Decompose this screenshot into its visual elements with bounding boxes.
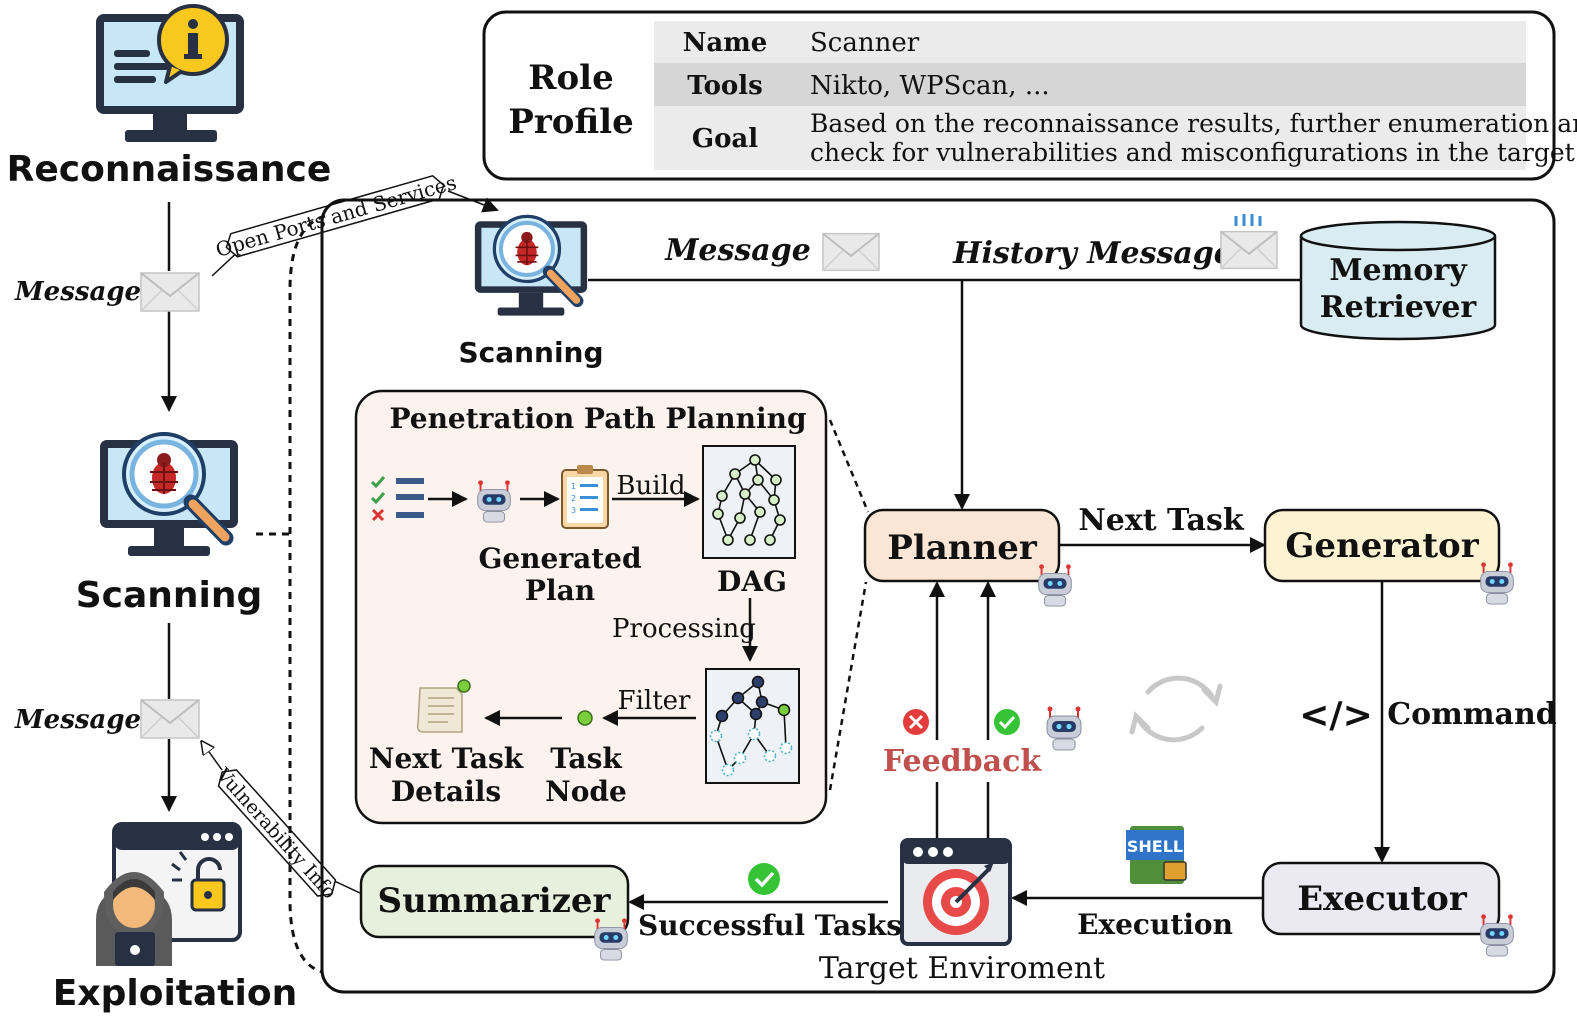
successful-tasks-label: Successful Tasks (638, 909, 902, 942)
row-value-name: Scanner (810, 28, 920, 58)
row-value-tools: Nikto, WPScan, ... (810, 71, 1050, 101)
ppp-title: Penetration Path Planning (389, 402, 806, 435)
build-label: Build (616, 471, 685, 501)
svg-text:2: 2 (571, 494, 576, 503)
next-task-details-label: Next Task (369, 742, 524, 775)
stage-reconnaissance: Reconnaissance (7, 149, 332, 190)
planner-label: Planner (887, 528, 1038, 568)
fail-icon (903, 709, 929, 735)
dag-icon (702, 445, 796, 559)
row-value-goal: check for vulnerabilities and misconfigu… (810, 138, 1577, 167)
scanning-bracket (256, 214, 326, 974)
robot-icon (1045, 705, 1083, 752)
stage-message-2: Message (14, 705, 141, 735)
scanning-agent-label: Scanning (458, 336, 603, 369)
document-icon (416, 679, 471, 733)
scanning-stage-icon (100, 434, 238, 556)
processed-dag-icon (705, 668, 800, 784)
task-node-dot (577, 710, 593, 726)
exploitation-icon (96, 822, 242, 966)
next-task-label: Next Task (1078, 503, 1244, 538)
row-key-name: Name (683, 28, 768, 58)
summarizer-node: Summarizer (359, 864, 630, 962)
memory-retriever-label: Memory (1329, 253, 1468, 288)
svg-text:1: 1 (571, 482, 576, 491)
generated-plan-label: Generated (478, 542, 641, 575)
processing-label: Processing (612, 614, 756, 644)
scanning-agent-icon (475, 216, 587, 315)
envelope-icon (140, 272, 200, 312)
dag-label: DAG (717, 565, 787, 598)
task-node-label: Task (550, 742, 622, 775)
success-icon (994, 709, 1020, 735)
role-profile-title: Profile (508, 102, 633, 142)
history-envelope-icon (1220, 214, 1278, 270)
feedback-label: Feedback (883, 744, 1042, 779)
generator-label: Generator (1285, 526, 1479, 566)
message-label: Message (664, 233, 811, 268)
summarizer-label: Summarizer (378, 881, 612, 921)
history-message-label: History Message (952, 236, 1233, 271)
role-profile-card: Role Profile Name Scanner Tools Nikto, W… (482, 10, 1577, 181)
executor-label: Executor (1297, 879, 1468, 919)
envelope-icon (140, 699, 200, 739)
task-node-label: Node (545, 775, 627, 808)
clipboard-icon: 1 2 3 (561, 465, 609, 529)
row-value-goal: Based on the reconnaissance results, fur… (810, 109, 1577, 138)
role-profile-title: Role (528, 58, 613, 98)
cycle-icon (1129, 675, 1223, 743)
stage-message-1: Message (14, 277, 141, 307)
checklist-icon (370, 476, 424, 522)
execution-label: Execution (1077, 908, 1233, 941)
recon-icon (96, 4, 244, 142)
executor-node: Executor (1261, 861, 1515, 958)
shell-icon: SHELL (1126, 826, 1187, 884)
filter-label: Filter (618, 686, 692, 716)
success-icon (748, 863, 780, 895)
shell-label: SHELL (1127, 837, 1183, 856)
planner-node: Planner (863, 508, 1073, 608)
main-agent-box (320, 198, 1556, 994)
memory-retriever-label: Retriever (1320, 290, 1478, 325)
generated-plan-label: Plan (525, 574, 595, 607)
target-environment-label: Target Enviroment (819, 951, 1105, 986)
row-key-goal: Goal (692, 124, 758, 154)
generator-node: Generator (1263, 508, 1515, 606)
ppp-connector (828, 419, 870, 791)
svg-text:3: 3 (571, 506, 576, 515)
envelope-icon (822, 232, 880, 272)
ppp-panel: Penetration Path Planning 1 2 3 Build (354, 389, 828, 825)
target-environment-icon (900, 838, 1012, 946)
stage-scanning: Scanning (76, 575, 263, 616)
stage-exploitation: Exploitation (53, 973, 297, 1014)
memory-retriever: Memory Retriever (1299, 220, 1497, 341)
next-task-details-label: Details (391, 775, 501, 808)
code-icon: </> (1299, 695, 1372, 736)
row-key-tools: Tools (687, 71, 763, 101)
command-label: Command (1387, 697, 1557, 732)
